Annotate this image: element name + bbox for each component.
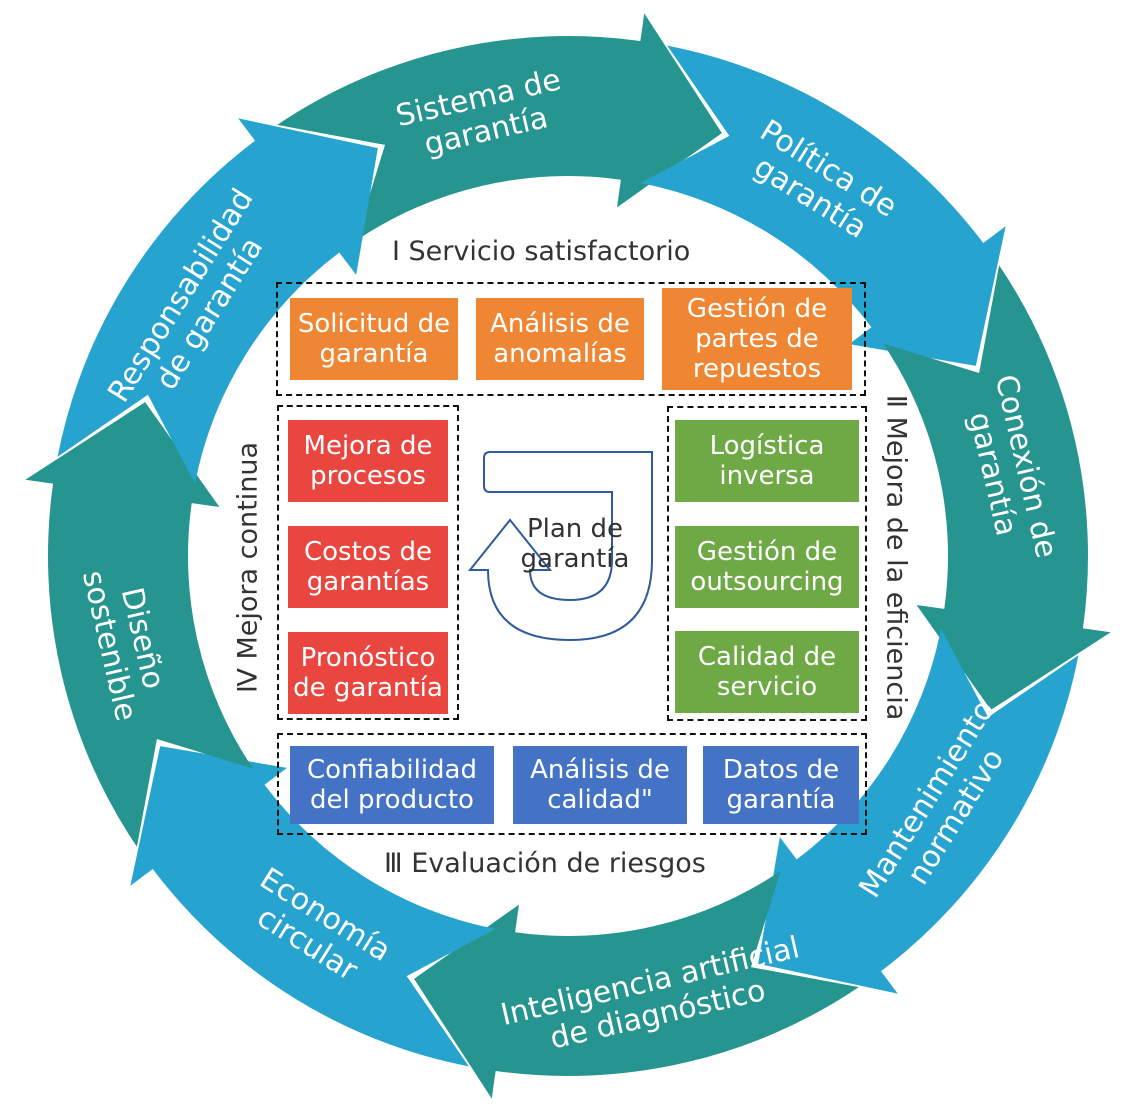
center-plan-label: Plan de garantía bbox=[520, 514, 630, 574]
box-pronostico-garantia: Pronóstico de garantía bbox=[288, 632, 448, 714]
cycle-arrow-economia bbox=[130, 746, 496, 1067]
cycle-arrow-diseno bbox=[25, 402, 253, 847]
plan-loop-icon bbox=[467, 451, 653, 642]
quadrant-title-service: Ⅰ Servicio satisfactorio bbox=[392, 236, 691, 267]
cycle-arrow-sistema bbox=[277, 13, 722, 241]
box-gestion-partes: Gestión de partes de repuestos bbox=[662, 288, 852, 390]
group-right bbox=[667, 406, 867, 721]
box-confiabilidad-producto: Confiabilidad del producto bbox=[290, 746, 494, 824]
group-top bbox=[276, 282, 866, 396]
cycle-arrow-responsabilidad bbox=[57, 118, 378, 484]
group-left bbox=[277, 405, 459, 720]
box-analisis-anomalias: Análisis de anomalías bbox=[476, 298, 644, 380]
cycle-arrow-conexion bbox=[883, 265, 1111, 710]
group-bottom bbox=[277, 733, 867, 835]
cycle-arrow-mantenimiento bbox=[758, 628, 1079, 994]
box-logistica-inversa: Logística inversa bbox=[675, 420, 859, 502]
box-solicitud-garantia: Solicitud de garantía bbox=[290, 298, 458, 380]
cycle-arrow-inteligencia bbox=[414, 871, 859, 1099]
quadrant-title-continuous: Ⅳ Mejora continua bbox=[232, 442, 264, 693]
box-calidad-servicio: Calidad de servicio bbox=[675, 631, 859, 713]
cycle-arrow-politica bbox=[640, 45, 1006, 366]
box-analisis-calidad: Análisis de calidad" bbox=[513, 746, 687, 824]
quadrant-title-efficiency: Ⅱ Mejora de la eficiencia bbox=[880, 394, 912, 721]
box-costos-garantias: Costos de garantías bbox=[288, 526, 448, 608]
box-mejora-procesos: Mejora de procesos bbox=[288, 420, 448, 502]
box-datos-garantia: Datos de garantía bbox=[703, 746, 859, 824]
box-gestion-outsourcing: Gestión de outsourcing bbox=[675, 526, 859, 608]
quadrant-title-risk: Ⅲ Evaluación de riesgos bbox=[384, 848, 706, 879]
